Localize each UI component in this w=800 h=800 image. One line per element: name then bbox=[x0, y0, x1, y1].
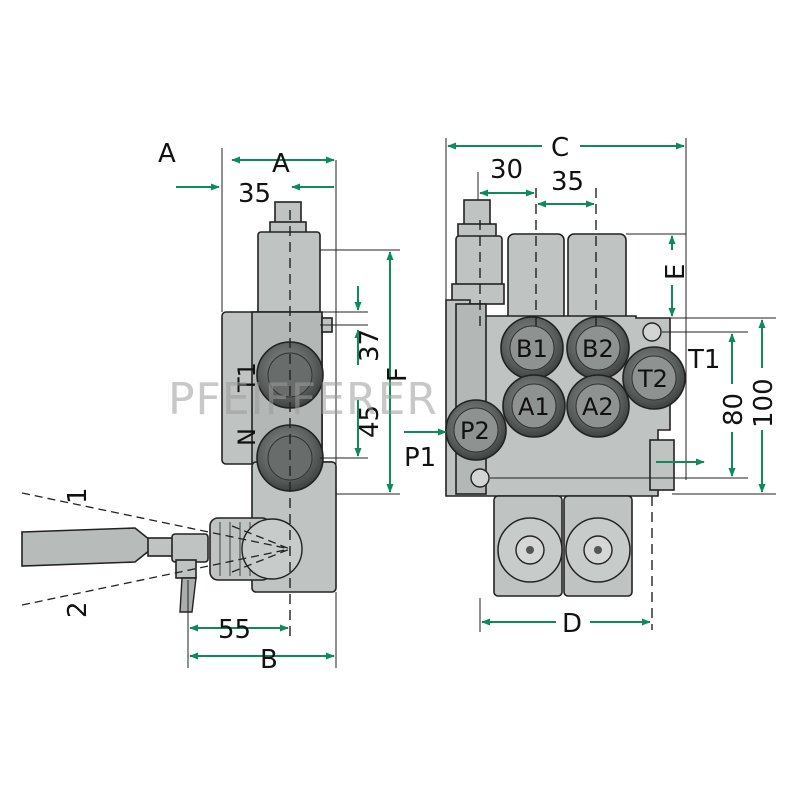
mounting-hole-top bbox=[642, 322, 662, 342]
front-label-p1: P1 bbox=[404, 443, 436, 473]
front-port-a1-label: A1 bbox=[518, 393, 550, 421]
lever-handle bbox=[21, 527, 151, 567]
relief-valve-body bbox=[455, 235, 503, 289]
relief-valve-fitting bbox=[463, 199, 491, 227]
front-dim-80: 80 bbox=[719, 393, 749, 426]
side-dim-37: 37 bbox=[355, 329, 385, 362]
front-port-a2-label: A2 bbox=[582, 393, 614, 421]
spool-cap-2 bbox=[567, 233, 627, 325]
front-label-t1: T1 bbox=[687, 345, 720, 375]
side-dim-a-outer: A bbox=[158, 139, 176, 169]
side-dim-45: 45 bbox=[355, 405, 385, 438]
side-dim-b: B bbox=[260, 645, 278, 675]
front-view: C 30 35 E B1 B2 A1 A2 T2 P2 T1 P1 80 100… bbox=[404, 133, 779, 639]
front-dim-d: D bbox=[562, 609, 582, 639]
front-port-b1-label: B1 bbox=[516, 335, 548, 363]
watermark: PFEIFFERER bbox=[168, 374, 438, 425]
front-dim-100: 100 bbox=[749, 378, 779, 428]
side-port-t1-label: T1 bbox=[233, 362, 261, 393]
front-dim-e: E bbox=[661, 264, 691, 280]
front-dim-30: 30 bbox=[490, 155, 523, 185]
side-spool-cap bbox=[257, 231, 321, 317]
mounting-hole-bottom bbox=[470, 468, 490, 488]
side-dim-a-inner: A bbox=[272, 149, 290, 179]
side-dim-f: F bbox=[383, 367, 413, 382]
front-port-p2-label: P2 bbox=[460, 417, 490, 445]
side-view: A A 35 37 45 F T1 N 1 2 55 B bbox=[21, 139, 413, 675]
side-dim-55: 55 bbox=[218, 615, 251, 645]
lever-position-1: 1 bbox=[63, 487, 93, 504]
spool-cap-1 bbox=[507, 233, 565, 325]
front-port-b2-label: B2 bbox=[582, 335, 614, 363]
side-port-n-label: N bbox=[233, 428, 261, 446]
side-dim-35: 35 bbox=[238, 179, 271, 209]
front-dim-c: C bbox=[551, 133, 569, 163]
lever-position-2: 2 bbox=[63, 601, 93, 618]
front-dim-35: 35 bbox=[551, 167, 584, 197]
front-port-t2-label: T2 bbox=[637, 365, 668, 393]
